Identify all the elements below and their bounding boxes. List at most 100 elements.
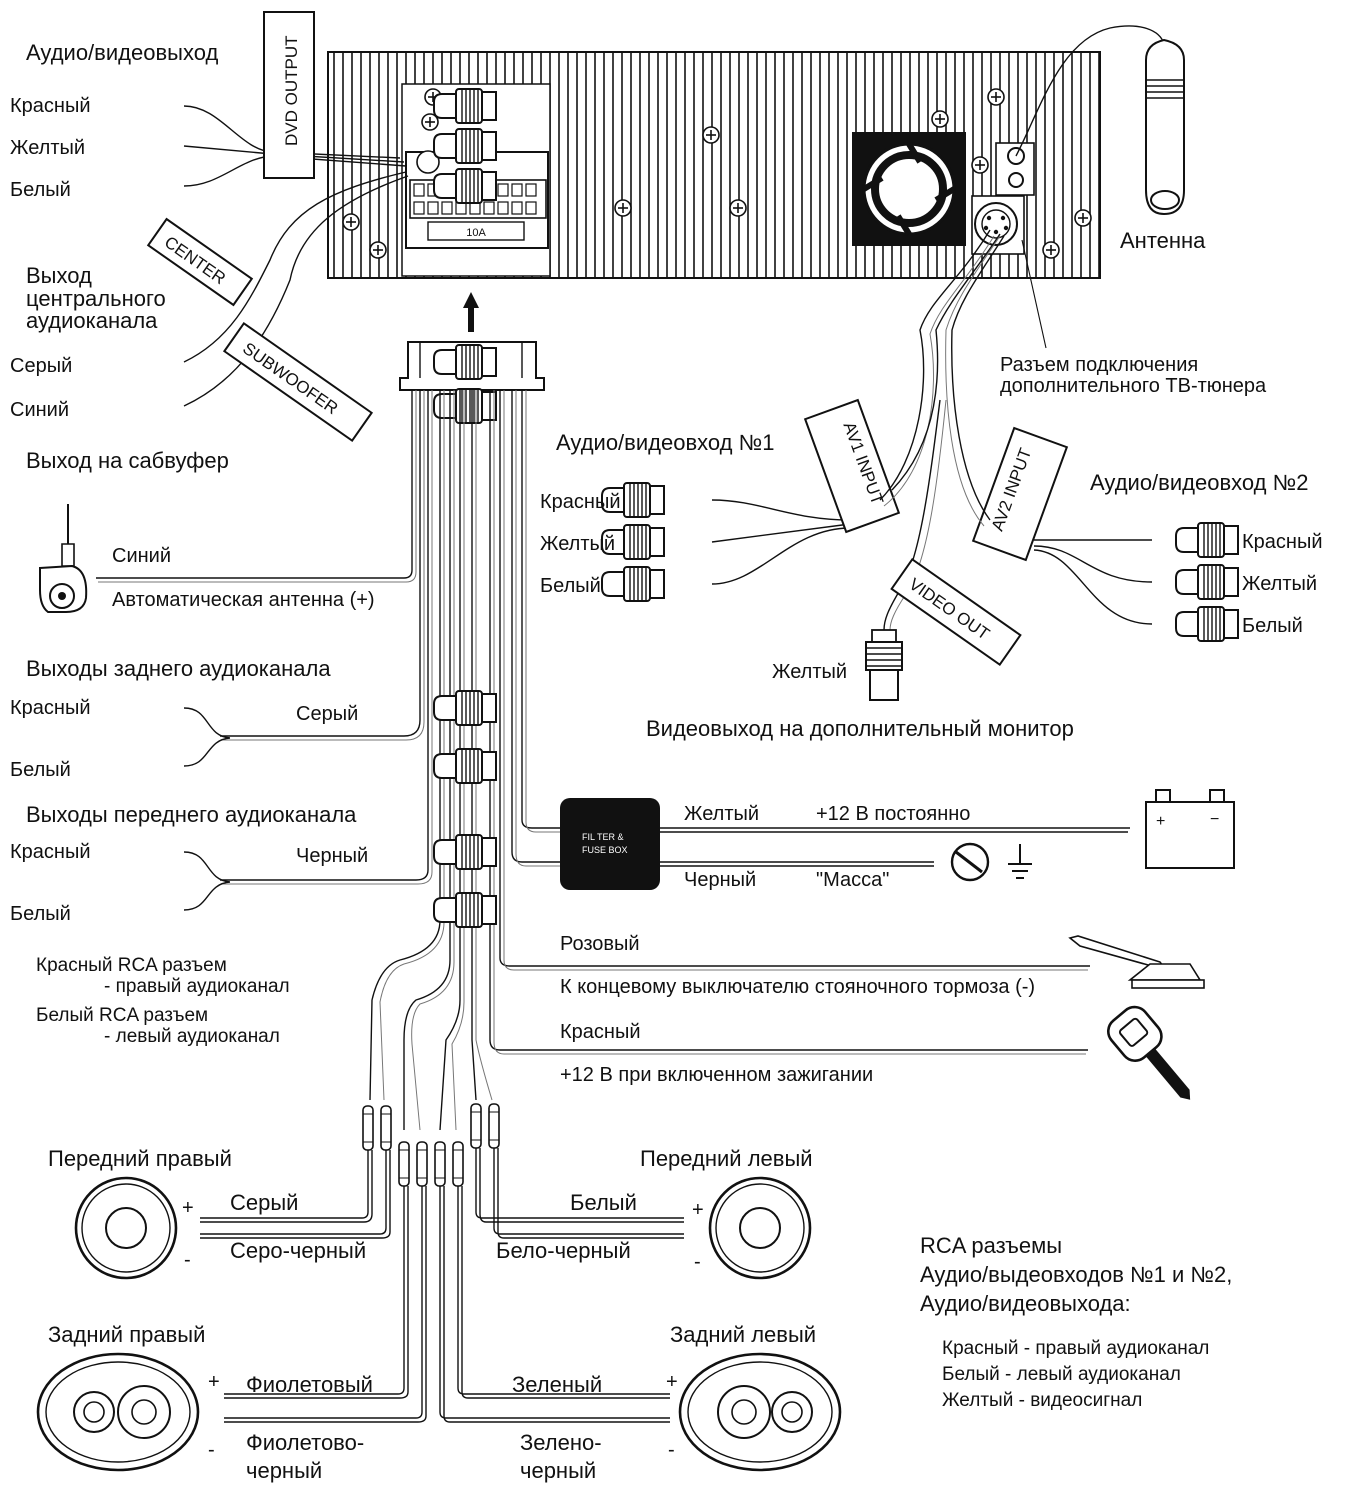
dvd-output-group: Аудио/видеовыход Красный Желтый Белый DV… [10,11,497,204]
speaker-front-right [74,1176,178,1280]
center-label-1: Выход [26,263,92,288]
av2-red: Красный [1242,531,1323,553]
tag-dvd-output: DVD OUTPUT [282,36,301,147]
rr-plus-sign: + [208,1371,220,1393]
cooling-fan [852,132,966,246]
red-wire-label: Красный [560,1021,641,1043]
fl-plus-sign: + [692,1199,704,1221]
handbrake-icon [1068,935,1205,989]
filter-label-2: FUSE BOX [582,845,628,855]
fl-minus-sign: - [694,1251,701,1273]
yellow-wire-label: Желтый [684,803,759,825]
yellow-wire-desc: +12 В постоянно [816,803,970,825]
legend-line-3: Аудио/видеовыхода: [920,1291,1131,1316]
rr-minus-label-1: Фиолетово- [246,1430,364,1455]
av1-input-group: Аудио/видеовход №1 Красный Желтый Белый … [540,229,1001,602]
tv-tuner-label-1: Разъем подключения [1000,354,1198,376]
speaker-rear-left [678,1352,842,1472]
speaker-wires [200,1148,684,1423]
rca-note-1: Красный RCA разъем [36,955,227,976]
rear-audio-outputs: Выходы заднего аудиоканала Красный Белый… [10,656,497,784]
fuse-label: 10A [466,227,486,239]
video-out-title: Видеовыход на дополнительный монитор [646,716,1074,741]
pink-wire-label: Розовый [560,933,640,955]
rl-minus-sign: - [668,1439,675,1461]
auto-antenna-blue: Синий [112,545,171,567]
rl-minus-label-1: Зелено- [520,1430,602,1455]
rca-legend: RCA разъемы Аудио/выдеовходов №1 и №2, А… [920,1233,1232,1411]
legend-line-5: Белый - левый аудиоканал [942,1364,1181,1385]
battery-icon: + − [1145,789,1235,869]
front-out-black: Черный [296,845,368,867]
head-unit: 10A [327,51,1101,279]
center-label-3: аудиоканала [26,308,158,333]
rca-note-3: Белый RCA разъем [36,1005,208,1026]
speaker-front-left [708,1176,812,1280]
av2-white: Белый [1242,615,1303,637]
antenna-label: Антенна [1120,228,1206,253]
front-audio-outputs: Выходы переднего аудиоканала Красный Бел… [10,802,497,928]
av2-yellow: Желтый [1242,573,1317,595]
auto-antenna [39,504,88,613]
av-out-white-label: Белый [10,179,71,201]
black-wire-label: Черный [684,869,756,891]
fr-minus-sign: - [184,1249,191,1271]
rear-out-gray: Серый [296,703,358,725]
av2-input-group: Аудио/видеовход №2 Красный Желтый Белый … [945,235,1323,642]
center-sub-group: CENTER SUBWOOFER Выход центрального ауди… [10,171,497,473]
av1-yellow: Желтый [540,533,615,555]
rear-right-title: Задний правый [48,1322,205,1347]
speaker-rear-right [36,1352,200,1472]
fl-minus-label: Бело-черный [496,1238,631,1263]
rr-minus-sign: - [208,1439,215,1461]
rear-out-red: Красный [10,697,91,719]
rear-left-title: Задний левый [670,1322,816,1347]
svg-text:+: + [1156,813,1165,830]
filter-label-1: FIL TER & [582,832,624,842]
filter-fuse-box: FIL TER & FUSE BOX [560,798,1130,890]
black-wire-desc: "Масса" [816,869,889,891]
rr-plus-label: Фиолетовый [246,1372,373,1397]
rear-out-title: Выходы заднего аудиоканала [26,656,331,681]
center-label-2: центрального [26,286,166,311]
red-wire-desc: +12 В при включенном зажигании [560,1064,873,1086]
rl-minus-label-2: черный [520,1458,596,1483]
tv-tuner-label-2: дополнительного ТВ-тюнера [1000,375,1267,397]
av1-white: Белый [540,575,601,597]
fl-plus-label: Белый [570,1190,637,1215]
rl-plus-sign: + [666,1371,678,1393]
sub-title: Выход на сабвуфер [26,448,229,473]
harness-wires [96,390,1090,1131]
legend-line-2: Аудио/выдеовходов №1 и №2, [920,1262,1232,1287]
fr-minus-label: Серо-черный [230,1238,366,1263]
auto-antenna-title: Автоматическая антенна (+) [112,589,375,611]
av2-title: Аудио/видеовход №2 [1090,470,1308,495]
rca-note-4: - левый аудиоканал [104,1026,280,1047]
rl-plus-label: Зеленый [512,1372,602,1397]
splices [362,1103,500,1187]
insert-arrow [463,292,479,332]
pink-wire-desc: К концевому выключателю стояночного торм… [560,976,1035,998]
svg-text:−: − [1210,811,1219,828]
av-out-yellow-label: Желтый [10,137,85,159]
sub-blue-label: Синий [10,399,69,421]
ground-icon [950,842,1032,882]
front-left-title: Передний левый [640,1146,813,1171]
fr-plus-label: Серый [230,1190,298,1215]
legend-line-6: Желтый - видеосигнал [942,1390,1142,1411]
front-right-title: Передний правый [48,1146,232,1171]
antenna-plug [1015,25,1185,216]
av-out-red-label: Красный [10,95,91,117]
av1-red: Красный [540,491,621,513]
av-output-title: Аудио/видеовыход [26,40,218,65]
front-out-title: Выходы переднего аудиоканала [26,802,357,827]
rear-out-white: Белый [10,759,71,781]
legend-line-4: Красный - правый аудиоканал [942,1338,1209,1359]
rca-note-2: - правый аудиоканал [104,976,290,997]
tag-subwoofer: SUBWOOFER [239,339,341,418]
video-out-yellow: Желтый [772,661,847,683]
fr-plus-sign: + [182,1197,194,1219]
front-out-red: Красный [10,841,91,863]
front-out-white: Белый [10,903,71,925]
